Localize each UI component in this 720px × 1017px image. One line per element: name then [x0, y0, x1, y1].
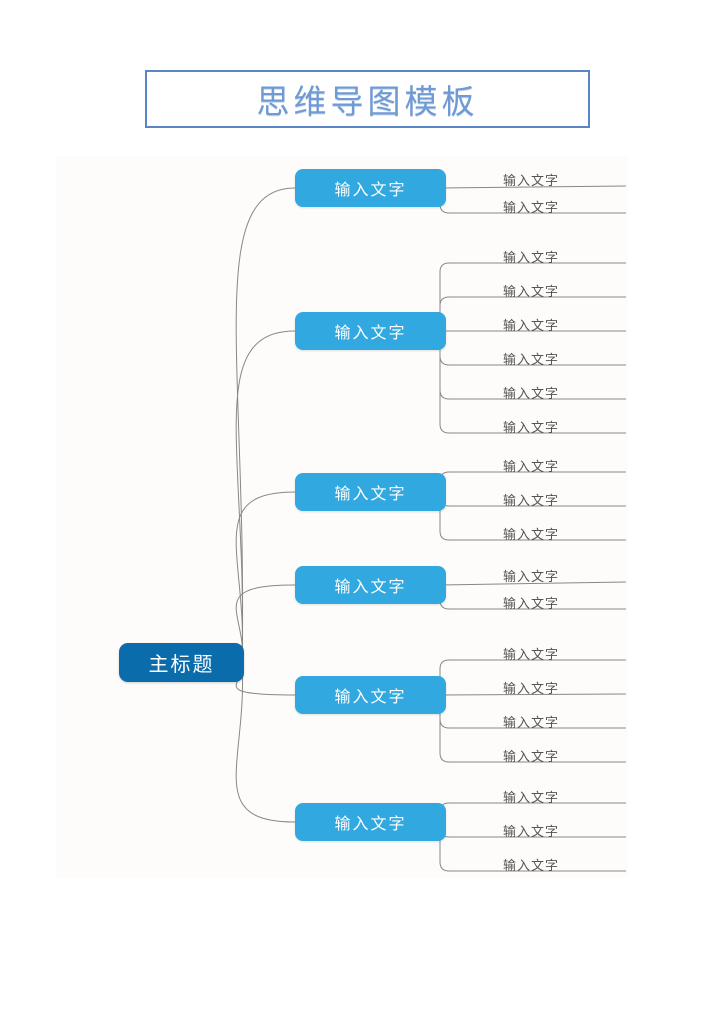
leaf-item[interactable]: 输入文字 [436, 519, 626, 543]
leaf-item[interactable]: 输入文字 [436, 310, 626, 334]
page-title: 思维导图模板 [256, 82, 479, 121]
leaf-item[interactable]: 输入文字 [436, 782, 626, 806]
root-node[interactable]: 主标题 [119, 643, 244, 682]
leaf-item-label: 输入文字 [502, 201, 559, 216]
leaf-item[interactable]: 输入文字 [436, 276, 626, 300]
leaf-item[interactable]: 输入文字 [436, 588, 626, 612]
branch-node-label: 输入文字 [334, 180, 407, 199]
leaf-item-label: 输入文字 [502, 174, 559, 189]
leaf-item-label: 输入文字 [502, 716, 559, 731]
leaf-item-label: 输入文字 [502, 353, 559, 368]
leaf-item[interactable]: 输入文字 [436, 378, 626, 402]
leaf-item[interactable]: 输入文字 [436, 451, 626, 475]
leaf-item-label: 输入文字 [502, 460, 559, 475]
leaf-item-label: 输入文字 [502, 251, 559, 266]
leaf-item[interactable]: 输入文字 [436, 639, 626, 663]
leaf-item-label: 输入文字 [502, 570, 559, 585]
branch-node-label: 输入文字 [334, 323, 407, 342]
leaf-item-label: 输入文字 [502, 494, 559, 509]
leaf-item-label: 输入文字 [502, 387, 559, 402]
root-node-label: 主标题 [148, 652, 215, 676]
branch-node[interactable]: 输入文字 [295, 676, 446, 714]
leaf-item[interactable]: 输入文字 [436, 242, 626, 266]
branch-node[interactable]: 输入文字 [295, 473, 446, 511]
leaf-item-label: 输入文字 [502, 285, 559, 300]
leaf-item[interactable]: 输入文字 [436, 673, 626, 697]
leaf-item-label: 输入文字 [502, 319, 559, 334]
branch-node[interactable]: 输入文字 [295, 312, 446, 350]
leaf-item[interactable]: 输入文字 [436, 816, 626, 840]
leaf-item[interactable]: 输入文字 [436, 741, 626, 765]
leaf-item-label: 输入文字 [502, 682, 559, 697]
leaf-item-label: 输入文字 [502, 528, 559, 543]
leaf-item-label: 输入文字 [502, 750, 559, 765]
branch-node-label: 输入文字 [334, 577, 407, 596]
leaf-item-label: 输入文字 [502, 597, 559, 612]
branch-node[interactable]: 输入文字 [295, 803, 446, 841]
leaf-item[interactable]: 输入文字 [436, 850, 626, 874]
leaf-item[interactable]: 输入文字 [436, 561, 626, 585]
leaf-item-label: 输入文字 [502, 648, 559, 663]
leaf-item[interactable]: 输入文字 [436, 707, 626, 731]
branch-node[interactable]: 输入文字 [295, 566, 446, 604]
branch-node[interactable]: 输入文字 [295, 169, 446, 207]
leaf-item[interactable]: 输入文字 [436, 192, 626, 216]
branch-node-label: 输入文字 [334, 484, 407, 503]
leaf-item-label: 输入文字 [502, 791, 559, 806]
leaf-item[interactable]: 输入文字 [436, 485, 626, 509]
leaf-item[interactable]: 输入文字 [436, 412, 626, 436]
leaf-item-label: 输入文字 [502, 859, 559, 874]
leaf-item[interactable]: 输入文字 [436, 165, 626, 189]
mindmap-canvas: 主标题输入文字输入文字输入文字输入文字输入文字输入文字输入文字输入文字输入文字输… [56, 156, 628, 878]
branch-node-label: 输入文字 [334, 687, 407, 706]
branch-node-label: 输入文字 [334, 814, 407, 833]
leaf-item[interactable]: 输入文字 [436, 344, 626, 368]
title-box [145, 70, 590, 128]
leaf-item-label: 输入文字 [502, 825, 559, 840]
leaf-item-label: 输入文字 [502, 421, 559, 436]
